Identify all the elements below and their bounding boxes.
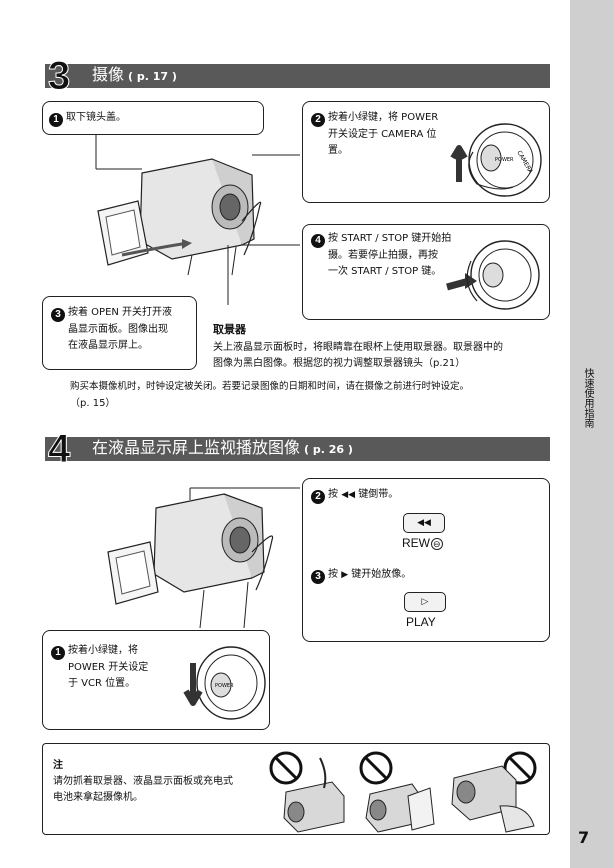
section4-title: 在液晶显示屏上监视播放图像( p. 26 ) bbox=[92, 438, 353, 457]
camcorder-playback-illustration bbox=[107, 487, 300, 629]
svg-text:POWER: POWER bbox=[215, 683, 234, 689]
start-stop-dial-illustration bbox=[446, 240, 540, 310]
play-label: PLAY bbox=[406, 615, 436, 629]
section3-step2-line3: 置。 bbox=[328, 145, 348, 156]
section4-step1-line2: POWER 开关设定 bbox=[68, 662, 149, 673]
no-hold-lcd-icon bbox=[359, 751, 435, 833]
step-badge-4: 4 bbox=[311, 234, 325, 248]
prohibited-handling-illustrations bbox=[269, 751, 537, 833]
section3-step3-line3: 在液晶显示屏上。 bbox=[68, 340, 148, 351]
no-hold-battery-icon bbox=[451, 751, 537, 833]
rew-label: REW⊖ bbox=[402, 536, 443, 550]
viewfinder-line1: 关上液晶显示面板时，将眼睛靠在眼杯上使用取景器。取景器中的 bbox=[213, 342, 503, 353]
step3-pre: 按 bbox=[328, 569, 338, 580]
step-badge-3: 3 bbox=[51, 308, 65, 322]
section3-step4-line3: 一次 START / STOP 键。 bbox=[328, 266, 442, 277]
section3-step4-line1: 按 START / STOP 键开始拍 bbox=[328, 233, 452, 244]
step-badge-1: 1 bbox=[49, 113, 63, 127]
rew-key-icon: ◀◀ bbox=[403, 513, 445, 533]
note-line2: 电池来拿起摄像机。 bbox=[53, 792, 143, 803]
step2-pre: 按 bbox=[328, 489, 338, 500]
clock-note-line1: 购买本摄像机时，时钟设定被关闭。若要记录图像的日期和时间，请在摄像之前进行时钟设… bbox=[70, 381, 470, 392]
rewind-symbol-icon: ◀◀ bbox=[341, 490, 356, 500]
section3-step2-line2: 开关设定于 CAMERA 位 bbox=[328, 129, 437, 140]
section3-step1-text: 取下镜头盖。 bbox=[66, 112, 126, 123]
section3-step4-line2: 摄。若要停止拍摄，再按 bbox=[328, 250, 438, 261]
play-key-icon: ▷ bbox=[404, 592, 446, 612]
step-badge-3b: 3 bbox=[311, 570, 325, 584]
step-badge-1b: 1 bbox=[51, 646, 65, 660]
no-hold-viewfinder-icon bbox=[269, 751, 345, 833]
viewfinder-line2: 图像为黑白图像。根据您的视力调整取景器镜头（p.21） bbox=[213, 358, 466, 369]
viewfinder-heading: 取景器 bbox=[213, 323, 246, 336]
section3-step3-line2: 晶显示面板。图像出现 bbox=[68, 324, 168, 335]
svg-text:POWER: POWER bbox=[495, 157, 514, 163]
power-dial-vcr-illustration: POWER bbox=[183, 646, 266, 720]
section3-number: 3 bbox=[47, 54, 71, 98]
step2-post: 键倒带。 bbox=[358, 489, 399, 500]
play-symbol-icon: ▶ bbox=[341, 570, 349, 580]
page-number: 7 bbox=[578, 828, 590, 847]
side-tab bbox=[570, 0, 613, 868]
section3-banner: 3 摄像( p. 17 ) bbox=[45, 55, 550, 98]
camcorder-open-lcd-illustration bbox=[95, 135, 300, 305]
section4-step1-line3: 于 VCR 位置。 bbox=[68, 678, 136, 689]
note-heading: 注 bbox=[53, 760, 63, 771]
section3-step3-line1: 按着 OPEN 开关打开液 bbox=[68, 307, 173, 318]
section4-step1-line1: 按着小绿键，将 bbox=[68, 645, 138, 656]
step-badge-2: 2 bbox=[311, 113, 325, 127]
side-label: 快速使用指南 bbox=[582, 368, 593, 428]
section4-banner: 4 在液晶显示屏上监视播放图像( p. 26 ) bbox=[45, 428, 550, 471]
section4-number: 4 bbox=[47, 427, 71, 471]
step3-post: 键开始放像。 bbox=[351, 569, 412, 580]
step-badge-2b: 2 bbox=[311, 490, 325, 504]
section3-step2-line1: 按着小绿键，将 POWER bbox=[328, 112, 439, 123]
note-line1: 请勿抓着取景器、液晶显示面板或充电式 bbox=[53, 776, 233, 787]
section3-title: 摄像( p. 17 ) bbox=[92, 65, 177, 84]
clock-note-line2: （p. 15） bbox=[70, 398, 116, 409]
power-dial-camera-illustration: CAMERA POWER bbox=[450, 123, 542, 197]
